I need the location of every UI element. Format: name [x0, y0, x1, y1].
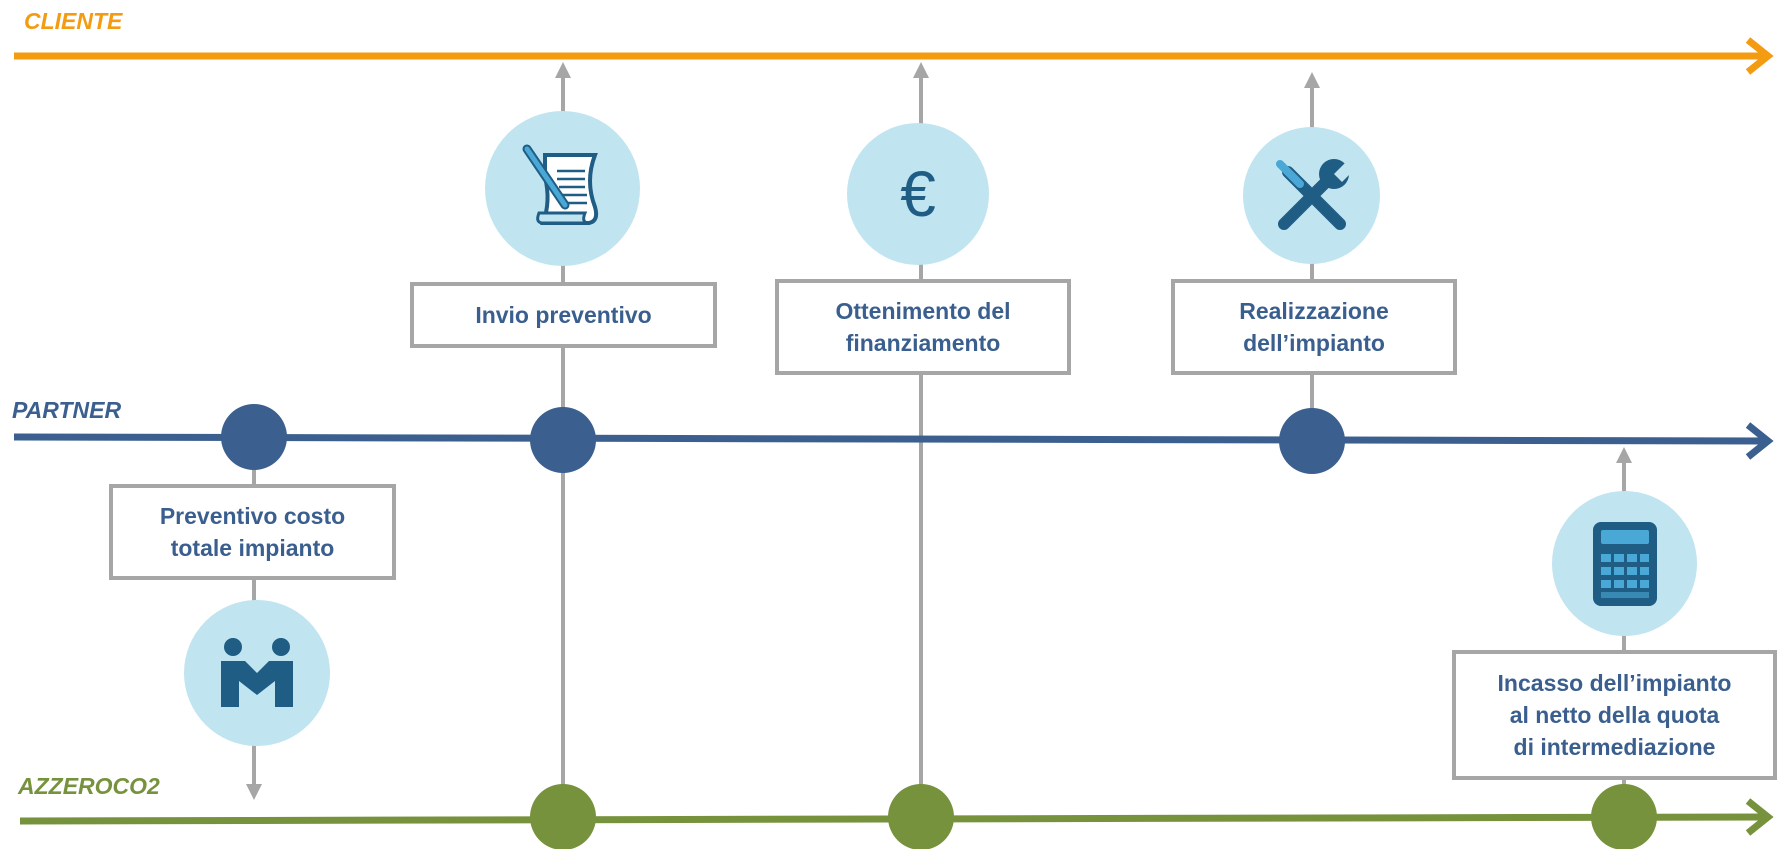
- partner-milestone-realizzazione: [1279, 408, 1345, 474]
- step-box-ottenimento: Ottenimento del finanziamento: [775, 279, 1071, 375]
- tools-icon: [1275, 158, 1354, 230]
- lane-partner-arrowhead: [1745, 422, 1774, 460]
- azzeroco2-milestone-invio: [530, 784, 596, 849]
- azzeroco2-milestone-ottenimento: [888, 784, 954, 849]
- icon-circle-handshake: [184, 600, 330, 746]
- lane-partner-line: [13, 433, 1767, 445]
- partner-milestone-invio: [530, 407, 596, 473]
- azzeroco2-milestone-incasso: [1591, 784, 1657, 849]
- icon-circle-tools: [1243, 127, 1380, 264]
- euro-icon: €: [900, 158, 936, 230]
- lane-label-partner: PARTNER: [12, 397, 122, 423]
- handshake-icon: [221, 638, 293, 707]
- lane-label-cliente: CLIENTE: [24, 8, 123, 34]
- icon-circle-calculator: [1552, 491, 1697, 636]
- partner-milestone-preventivo: [221, 404, 287, 470]
- icon-circle-euro: €: [847, 123, 989, 265]
- lane-label-azzeroco2: AZZEROCO2: [18, 773, 160, 799]
- step-box-preventivo: Preventivo costo totale impianto: [109, 484, 396, 580]
- lane-azzeroco2-arrowhead: [1745, 798, 1774, 836]
- step-box-incasso: Incasso dell’impianto al netto della quo…: [1452, 650, 1777, 780]
- icon-circle-document: [485, 111, 640, 266]
- step-box-invio: Invio preventivo: [410, 282, 717, 348]
- step-box-realizzazione: Realizzazione dell’impianto: [1171, 279, 1457, 375]
- document-pen-icon: [522, 144, 598, 225]
- calculator-icon: [1592, 521, 1657, 606]
- lane-cliente-arrowhead: [1745, 37, 1774, 75]
- milestones: [221, 404, 1657, 849]
